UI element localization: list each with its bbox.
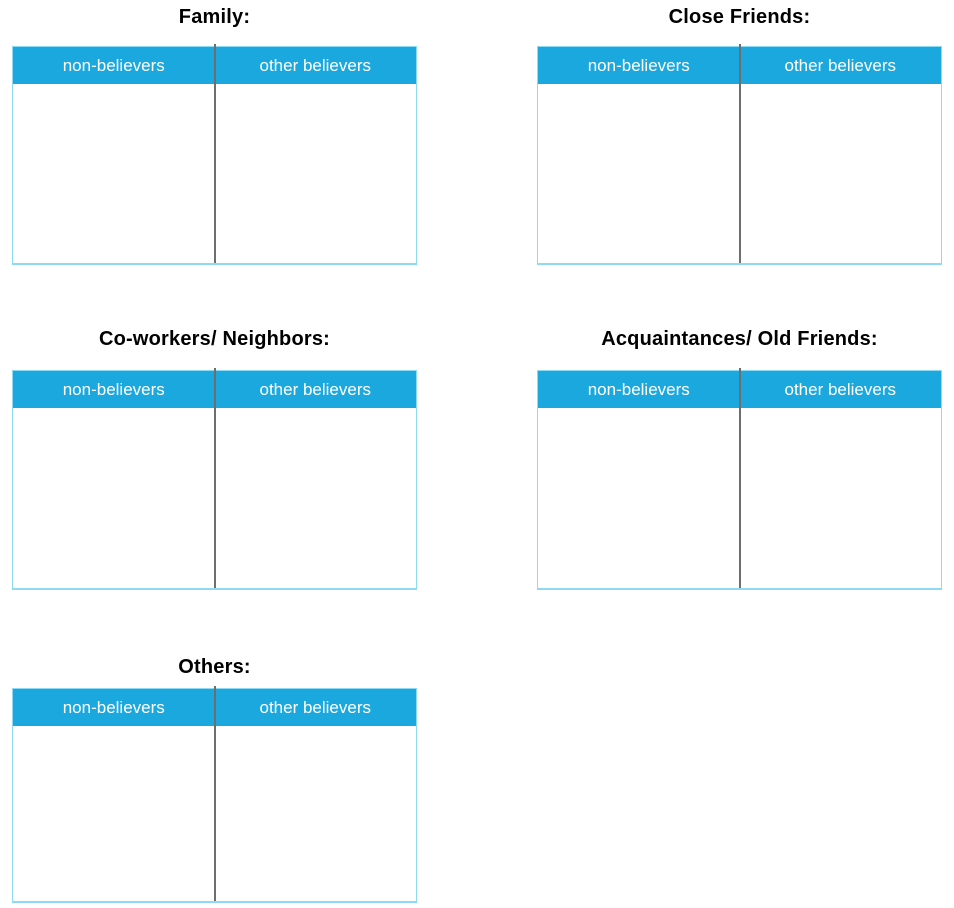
section-title-acquaintances-old-friends: Acquaintances/ Old Friends: (601, 328, 878, 350)
section-others: Others: non-believers other believers (12, 655, 417, 903)
coworkers-neighbors-table: non-believers other believers (12, 368, 417, 590)
acquaintances-old-friends-cell-non-believers (538, 408, 740, 588)
others-cell-non-believers (13, 726, 215, 901)
section-title-close-friends: Close Friends: (668, 6, 811, 28)
coworkers-neighbors-column-header-other-believers: other believers (259, 379, 371, 399)
section-title-coworkers-neighbors: Co-workers/ Neighbors: (98, 328, 331, 350)
coworkers-neighbors-column-divider (213, 368, 216, 588)
family-column-divider (213, 44, 216, 263)
others-table: non-believers other believers (12, 686, 417, 903)
others-cell-other-believers (215, 726, 417, 901)
acquaintances-old-friends-column-header-other-believers: other believers (784, 379, 896, 399)
coworkers-neighbors-cell-non-believers (13, 408, 215, 588)
others-column-header-other-believers: other believers (259, 697, 371, 717)
acquaintances-old-friends-column-divider (738, 368, 741, 588)
coworkers-neighbors-cell-other-believers (215, 408, 417, 588)
section-family: Family: non-believers other believers (12, 5, 417, 265)
close-friends-column-header-other-believers: other believers (784, 55, 896, 75)
acquaintances-old-friends-column-header-non-believers: non-believers (587, 379, 690, 399)
acquaintances-old-friends-cell-other-believers (740, 408, 942, 588)
family-table: non-believers other believers (12, 44, 417, 265)
close-friends-column-header-non-believers: non-believers (587, 55, 690, 75)
section-acquaintances-old-friends: Acquaintances/ Old Friends: non-believer… (537, 327, 942, 590)
close-friends-table: non-believers other believers (537, 44, 942, 265)
others-column-divider (213, 686, 216, 901)
close-friends-column-divider (738, 44, 741, 263)
section-coworkers-neighbors: Co-workers/ Neighbors: non-believers oth… (12, 327, 417, 590)
family-column-header-other-believers: other believers (259, 55, 371, 75)
section-title-others: Others: (178, 656, 251, 678)
section-title-family: Family: (178, 6, 251, 28)
close-friends-cell-other-believers (740, 84, 942, 263)
section-close-friends: Close Friends: non-believers other belie… (537, 5, 942, 265)
others-column-header-non-believers: non-believers (62, 697, 165, 717)
family-cell-non-believers (13, 84, 215, 263)
acquaintances-old-friends-table: non-believers other believers (537, 368, 942, 590)
family-column-header-non-believers: non-believers (62, 55, 165, 75)
coworkers-neighbors-column-header-non-believers: non-believers (62, 379, 165, 399)
family-cell-other-believers (215, 84, 417, 263)
close-friends-cell-non-believers (538, 84, 740, 263)
